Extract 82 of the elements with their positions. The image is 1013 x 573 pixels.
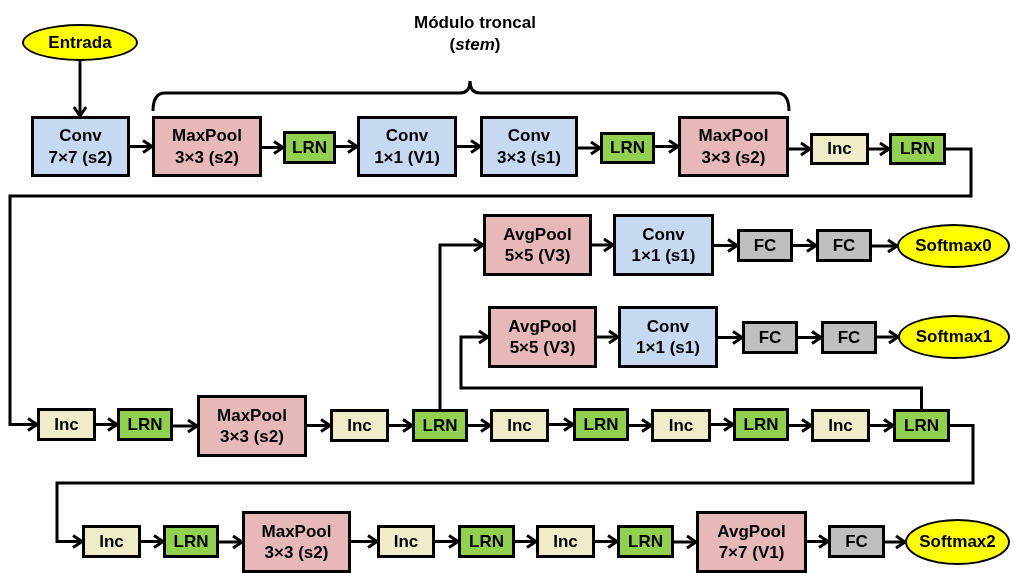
- arrow: [885, 534, 907, 550]
- lrn-layer-box: LRN: [117, 408, 173, 441]
- lrn-layer-box: LRN: [412, 409, 468, 442]
- conv-layer-box: Conv 7×7 (s2): [31, 116, 130, 177]
- inception-module-box: Inc: [377, 525, 435, 558]
- inception-module-box: Inc: [536, 525, 595, 558]
- io-ellipse: Softmax1: [898, 315, 1010, 359]
- arrow: [595, 534, 619, 549]
- arrow: [592, 237, 615, 253]
- arrow: [718, 330, 744, 345]
- io-ellipse: Entrada: [22, 24, 138, 61]
- arrow: [629, 418, 653, 433]
- lrn-layer-box: LRN: [458, 525, 515, 558]
- arrow: [789, 141, 812, 157]
- arrow: [8, 147, 973, 432]
- arrow: [789, 418, 813, 433]
- io-ellipse: Softmax2: [905, 519, 1010, 565]
- arrow: [55, 424, 975, 549]
- arrow: [336, 139, 359, 154]
- fully-connected-box: FC: [828, 525, 885, 558]
- lrn-layer-box: LRN: [893, 409, 950, 442]
- arrow: [173, 418, 199, 434]
- arrow: [655, 139, 680, 154]
- arrow: [869, 141, 891, 157]
- arrow: [96, 417, 119, 432]
- inception-module-box: Inc: [490, 409, 549, 442]
- lrn-layer-box: LRN: [283, 131, 336, 164]
- bracket-label: Módulo troncal (stem): [413, 12, 537, 57]
- arrow: [515, 534, 538, 549]
- arrow: [711, 417, 735, 432]
- lrn-layer-box: LRN: [617, 525, 674, 558]
- lrn-layer-box: LRN: [889, 133, 946, 165]
- pooling-layer-box: MaxPool 3×3 (s2): [242, 511, 351, 573]
- inception-module-box: Inc: [811, 409, 870, 442]
- arrow: [219, 534, 244, 550]
- arrow: [549, 417, 575, 432]
- conv-layer-box: Conv 1×1 (s1): [618, 306, 718, 368]
- lrn-layer-box: LRN: [163, 525, 219, 558]
- lrn-layer-box: LRN: [573, 408, 629, 441]
- fully-connected-box: FC: [742, 321, 798, 354]
- pooling-layer-box: AvgPool 5×5 (V3): [488, 306, 597, 368]
- arrow: [798, 330, 823, 345]
- arrow: [459, 329, 923, 409]
- arrow: [435, 534, 460, 549]
- arrow: [674, 534, 698, 550]
- arrow: [438, 237, 485, 409]
- pooling-layer-box: MaxPool 3×3 (s2): [678, 116, 789, 177]
- arrow: [578, 140, 602, 156]
- pooling-layer-box: MaxPool 3×3 (s2): [197, 395, 307, 457]
- arrow: [72, 61, 88, 118]
- arrow: [597, 329, 620, 345]
- fully-connected-box: FC: [737, 229, 793, 262]
- arrow: [389, 418, 414, 433]
- arrow: [793, 238, 818, 253]
- arrow: [877, 329, 900, 345]
- pooling-layer-box: AvgPool 7×7 (V1): [696, 511, 807, 573]
- arrow: [714, 238, 739, 253]
- arrow: [468, 418, 492, 433]
- arrow: [130, 139, 154, 154]
- inception-module-box: Inc: [810, 133, 869, 165]
- pooling-layer-box: MaxPool 3×3 (s2): [152, 116, 262, 177]
- arrow: [870, 418, 895, 433]
- pooling-layer-box: AvgPool 5×5 (V3): [483, 214, 592, 276]
- conv-layer-box: Conv 3×3 (s1): [480, 116, 578, 177]
- fully-connected-box: FC: [821, 321, 877, 354]
- arrow: [141, 534, 165, 549]
- arrow: [457, 139, 482, 154]
- inception-module-box: Inc: [651, 409, 711, 442]
- arrow: [351, 534, 379, 549]
- io-ellipse: Softmax0: [897, 224, 1010, 268]
- arrow: [872, 238, 899, 254]
- conv-layer-box: Conv 1×1 (V1): [357, 116, 457, 177]
- lrn-layer-box: LRN: [600, 132, 655, 164]
- inception-module-box: Inc: [330, 409, 389, 442]
- arrow: [307, 418, 332, 433]
- inception-module-box: Inc: [37, 408, 96, 441]
- fully-connected-box: FC: [816, 229, 872, 262]
- conv-layer-box: Conv 1×1 (s1): [613, 214, 714, 276]
- arrow: [262, 140, 285, 155]
- arrow: [807, 534, 830, 549]
- lrn-layer-box: LRN: [733, 408, 789, 441]
- inception-module-box: Inc: [82, 525, 141, 558]
